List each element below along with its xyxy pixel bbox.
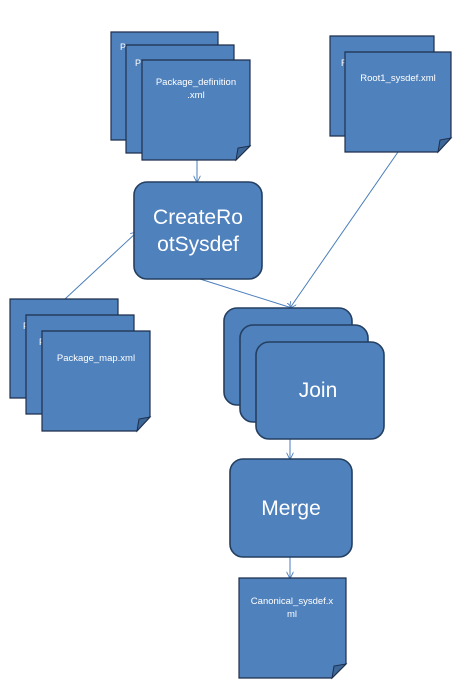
connector-package-map-to-createrootsysdef bbox=[64, 232, 137, 300]
canonical-sysdef-label-line1: Canonical_sysdef.x bbox=[251, 596, 334, 607]
join-box-front bbox=[255, 341, 385, 440]
createrootsysdef-process-box: CreateRo otSysdef bbox=[133, 181, 263, 280]
root-sysdef-document-stack: R Root1_sysdef.xml bbox=[329, 35, 453, 154]
connector-createrootsysdef-to-join bbox=[199, 278, 292, 308]
package-definition-label-line2: .xml bbox=[187, 90, 204, 101]
package-definition-document-stack: P P Package_definition .xml bbox=[110, 31, 252, 162]
root-sysdef-label: Root1_sysdef.xml bbox=[360, 73, 436, 84]
join-label: Join bbox=[299, 379, 338, 402]
createrootsysdef-label-line2: otSysdef bbox=[157, 233, 239, 256]
createrootsysdef-label-line1: CreateRo bbox=[153, 206, 243, 229]
package-map-label: Package_map.xml bbox=[57, 353, 135, 364]
package-definition-middle-label: P bbox=[135, 58, 141, 68]
root-sysdef-document-front: Root1_sysdef.xml bbox=[344, 51, 453, 154]
merge-label: Merge bbox=[261, 497, 321, 520]
merge-process-box: Merge bbox=[229, 458, 353, 558]
connector-root-sysdef-to-join bbox=[290, 151, 399, 308]
package-map-document-stack: P P Package_map.xml bbox=[9, 298, 152, 433]
package-definition-back-label: P bbox=[120, 42, 126, 52]
package-definition-document-front: Package_definition .xml bbox=[141, 59, 252, 162]
package-definition-label-line1: Package_definition bbox=[156, 77, 236, 88]
canonical-sysdef-label-line2: ml bbox=[287, 609, 297, 620]
canonical-sysdef-document: Canonical_sysdef.x ml bbox=[238, 577, 348, 680]
join-process-stack: Join bbox=[223, 307, 385, 440]
package-map-document-front: Package_map.xml bbox=[41, 330, 152, 433]
